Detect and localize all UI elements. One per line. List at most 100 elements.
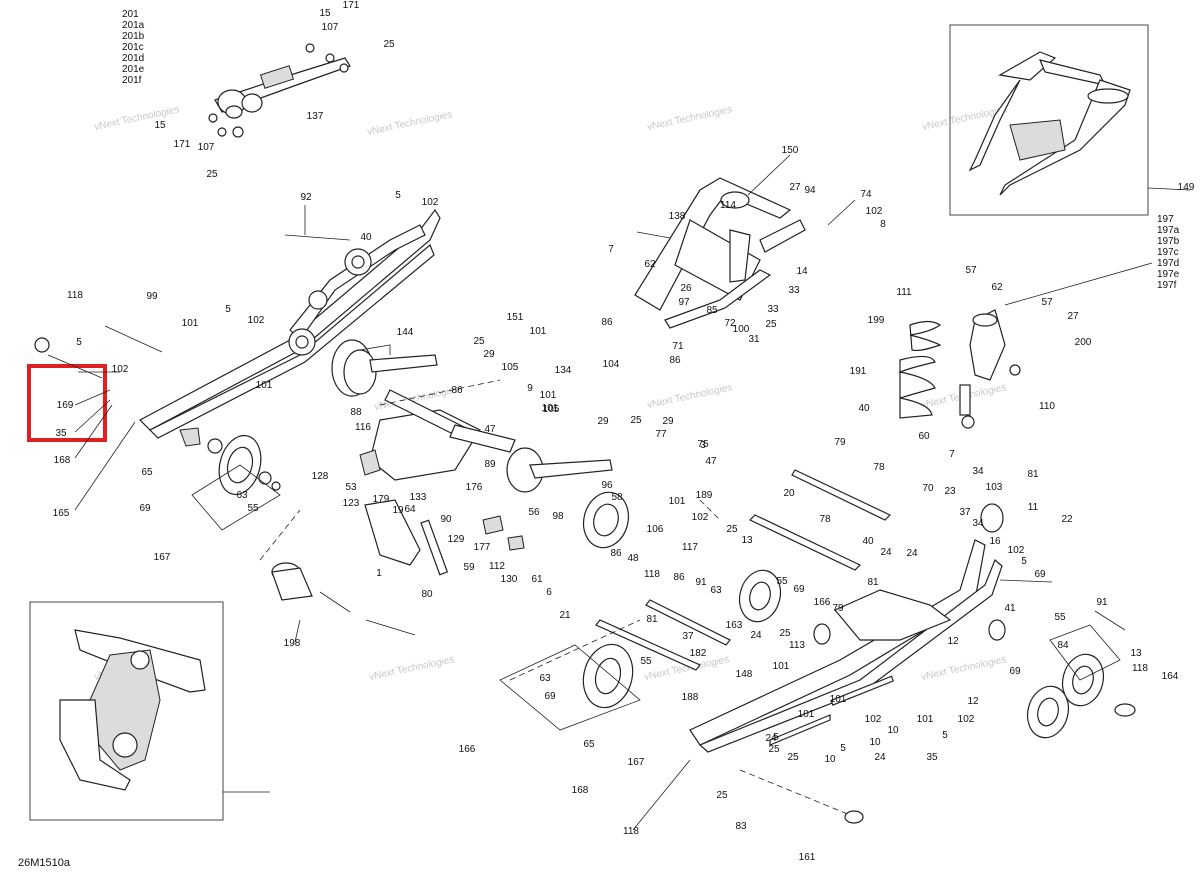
part-label: 47 [484,424,496,435]
part-label: 7 [608,244,614,255]
part-label: 128 [312,471,329,482]
part-label: 81 [867,577,879,588]
part-label: 22 [1061,514,1073,525]
part-label: 148 [736,669,753,680]
shock-variant-label: 201b [122,31,145,42]
part-label: 85 [706,305,718,316]
part-label: 161 [799,852,816,863]
watermark-text: vNext Technologies [93,104,180,133]
part-label: 12 [947,636,959,647]
part-label: 63 [236,490,248,501]
part-label: 92 [300,192,312,203]
part-label: 166 [459,744,476,755]
wheels [582,491,1136,824]
highlight-box [27,364,107,442]
part-label: 55 [776,576,788,587]
part-label: 40 [858,403,870,414]
part-label: 94 [804,185,816,196]
part-label: 105 [543,404,560,415]
part-label: 64 [404,504,416,515]
part-label: 79 [834,437,846,448]
part-label: 25 [473,336,485,347]
part-label: 168 [572,785,589,796]
part-label: 117 [682,542,698,553]
center-upper-parts [634,177,806,329]
part-label: 9 [527,383,533,394]
part-label: 25 [768,744,780,755]
part-label: 86 [673,572,685,583]
part-label: 65 [141,467,153,478]
part-label: 165 [53,508,70,519]
part-label: 24 [874,752,886,763]
part-label: 107 [322,22,339,33]
part-label: 40 [360,232,372,243]
part-label: 83 [735,821,747,832]
part-label: 102 [1008,545,1025,556]
part-label: 5 [773,732,779,743]
part-label: 5 [942,730,948,741]
front-shock [208,43,351,138]
part-label: 167 [154,552,171,563]
part-label: 27 [789,182,801,193]
part-label: 118 [67,290,83,301]
rear-shock-and-springs [897,309,1021,429]
watermark-text: vNext Technologies [366,109,453,138]
part-label: 74 [860,189,872,200]
part-label: 57 [1041,297,1053,308]
part-label: 113 [789,640,805,651]
part-label: 137 [307,111,324,122]
part-label: 102 [248,315,265,326]
part-label: 23 [944,486,956,497]
part-label: 134 [555,365,572,376]
part-label: 198 [284,638,301,649]
part-label: 176 [466,482,483,493]
part-label: 102 [958,714,975,725]
part-label: 88 [350,407,362,418]
part-label: 25 [779,628,791,639]
part-label: 97 [678,297,690,308]
part-label: 100 [733,324,750,335]
watermark: vNext Technologies [646,382,733,411]
shock-variant-label: 201 [122,9,139,20]
part-label: 12 [967,696,979,707]
part-label: 33 [767,304,779,315]
part-label: 77 [655,429,667,440]
part-label: 25 [206,169,218,180]
shock-variant-label-right: 197 [1157,214,1174,225]
part-label: 25 [765,319,777,330]
part-label: 3 [700,440,706,451]
part-label: 191 [850,366,867,377]
part-label: 57 [965,265,977,276]
part-label: 101 [773,661,790,672]
part-label: 24 [750,630,762,641]
part-label: 101 [917,714,934,725]
part-label: 29 [662,416,674,427]
part-label: 101 [798,709,815,720]
part-label: 151 [507,312,524,323]
part-label: 168 [54,455,71,466]
part-label: 129 [448,534,465,545]
part-label: 24 [906,548,918,559]
part-label: 48 [627,553,639,564]
part-label: 31 [748,334,760,345]
part-label: 118 [644,569,660,580]
part-label: 171 [174,139,191,150]
watermark: vNext Technologies [366,109,453,138]
left-rail [34,208,441,439]
part-label: 199 [868,315,885,326]
part-label: 33 [788,285,800,296]
part-label: 6 [546,587,552,598]
leader-lines [74,154,1153,831]
part-label: 13 [1130,648,1142,659]
part-label: 5 [1021,556,1027,567]
part-label: 62 [644,259,656,270]
part-label: 24 [765,733,777,744]
part-label: 25 [716,790,728,801]
part-label: 79 [832,603,844,614]
shock-variant-label-right: 197b [1157,236,1180,247]
part-label: 164 [1162,671,1179,682]
part-label: 27 [1067,311,1079,322]
part-label: 84 [1057,640,1069,651]
